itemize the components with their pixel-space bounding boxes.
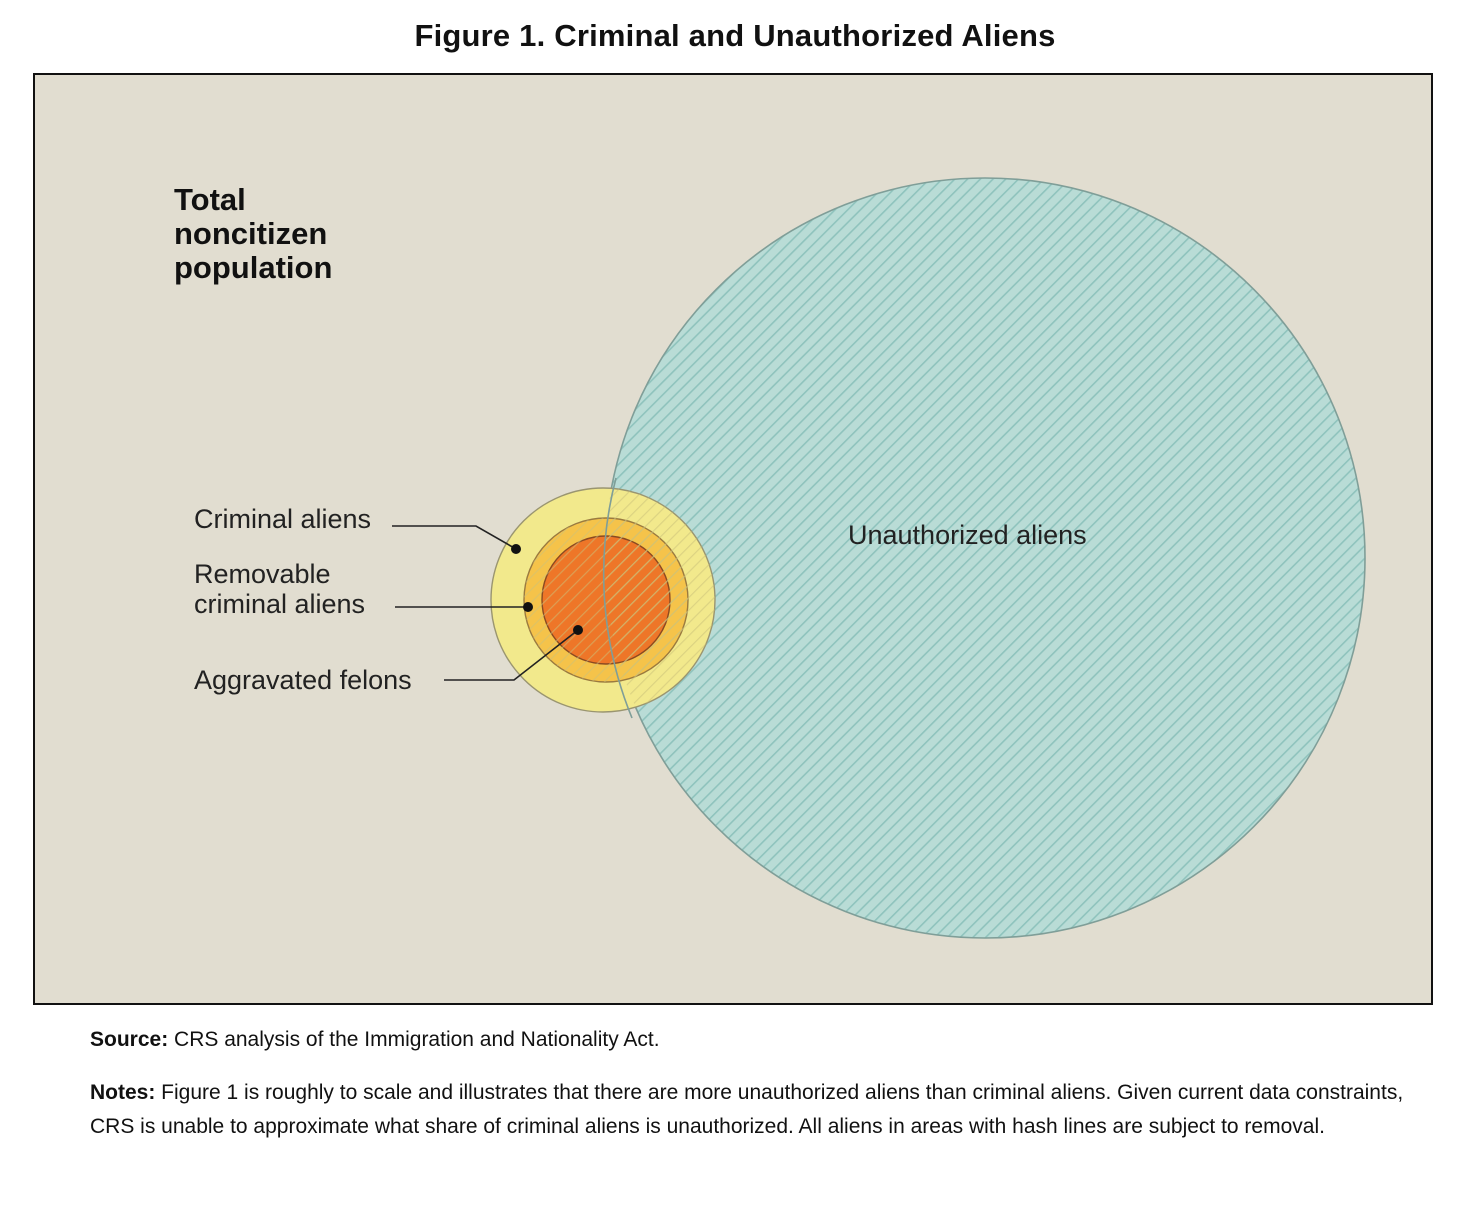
notes: Notes: Figure 1 is roughly to scale and …	[90, 1076, 1420, 1144]
notes-label: Notes:	[90, 1081, 156, 1104]
criminal-aliens-marker	[511, 544, 521, 554]
aggravated-felons-marker	[573, 625, 583, 635]
source-text: CRS analysis of the Immigration and Nati…	[168, 1028, 660, 1051]
notes-text: Figure 1 is roughly to scale and illustr…	[90, 1081, 1404, 1138]
criminal-aliens-leader	[392, 525, 517, 550]
outer-label-line: noncitizen	[174, 216, 327, 251]
aggravated-felons-leader	[444, 629, 579, 681]
removable-label-line: criminal aliens	[194, 589, 365, 619]
overlap-hash-overlay	[605, 488, 715, 712]
svg-text:Removable criminal aliens: Removable criminal aliens	[194, 559, 365, 619]
unauthorized-aliens-circle	[604, 177, 1366, 939]
removable-marker	[523, 602, 533, 612]
svg-text:Total noncitizen popul: Total noncitizen population	[174, 182, 336, 285]
source-note: Source: CRS analysis of the Immigration …	[90, 1023, 1420, 1057]
aggravated-felons-label: Aggravated felons	[194, 665, 412, 695]
removable-label-line: Removable	[194, 559, 331, 589]
unauthorized-aliens-label: Unauthorized aliens	[848, 520, 1087, 550]
figure-title: Figure 1. Criminal and Unauthorized Alie…	[414, 18, 1056, 53]
source-label: Source:	[90, 1028, 169, 1051]
unauthorized-overlap-edge	[602, 477, 633, 719]
outer-label-line: population	[174, 250, 332, 285]
criminal-aliens-label: Criminal aliens	[194, 504, 371, 534]
outer-label-line: Total	[174, 182, 246, 217]
